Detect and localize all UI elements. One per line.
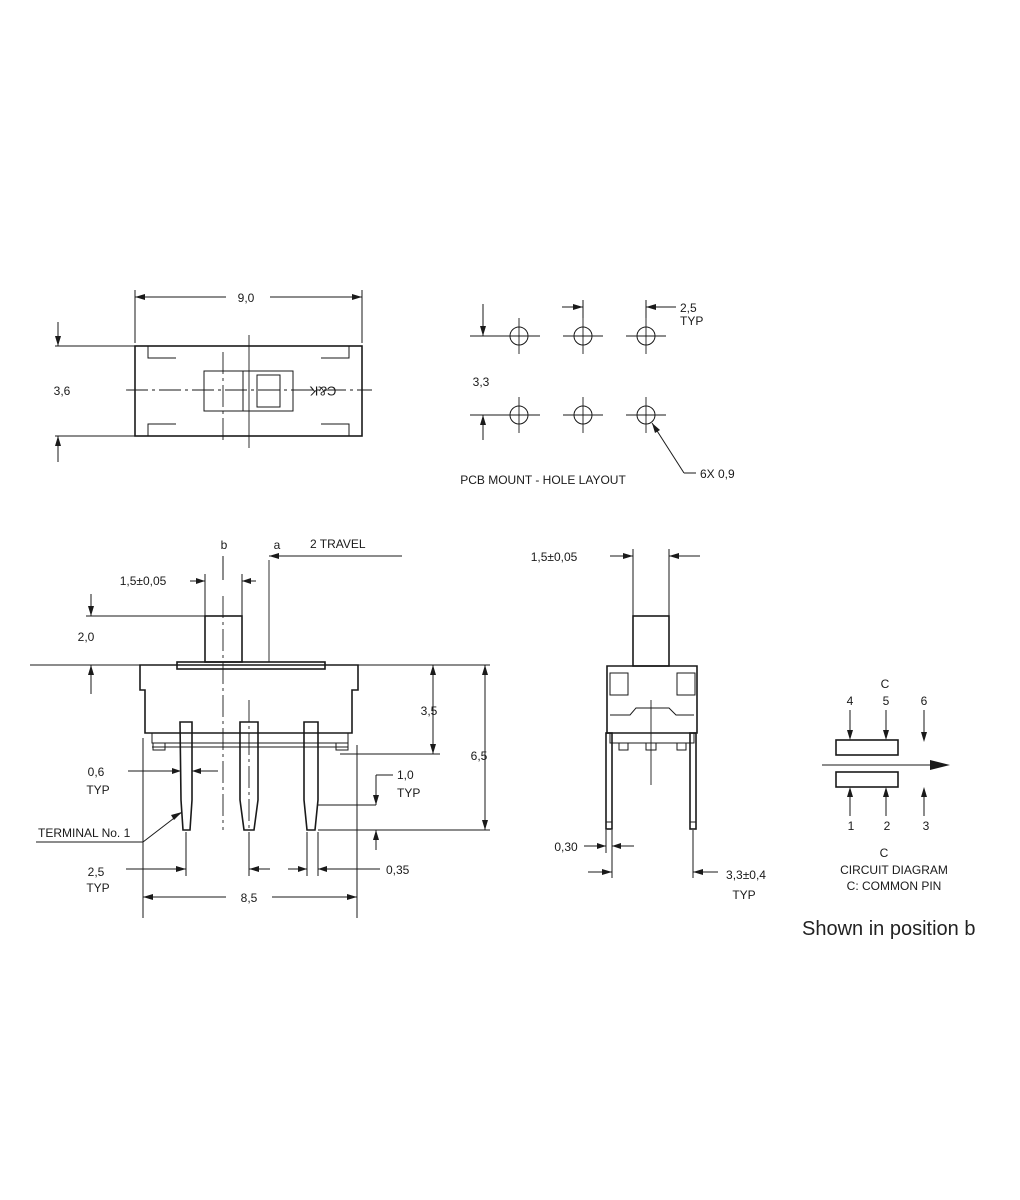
common-label: C (881, 677, 890, 691)
top-width-dim: 9,0 (238, 291, 255, 305)
actuator-width-dim: 1,5±0,05 (120, 574, 167, 588)
pin-tip-note: TYP (397, 786, 420, 800)
side-pin-length-dim: 3,3±0,4 (726, 868, 766, 882)
position-a-label: a (274, 538, 281, 552)
brand-mark: C&K (309, 384, 336, 399)
pcb-hole (563, 397, 603, 433)
pcb-hole (626, 318, 666, 354)
total-height-dim: 6,5 (471, 749, 488, 763)
pcb-hole (626, 397, 666, 433)
side-view: 1,5±0,05 0,30 3,3±0,4 TYP (531, 549, 766, 902)
circuit-common-letter: C (880, 846, 889, 860)
actuator-height-dim: 2,0 (78, 630, 95, 644)
pitch-dim: 2,5 (680, 301, 697, 315)
circuit-subtitle: C: COMMON PIN (847, 879, 942, 893)
side-actuator-width-dim: 1,5±0,05 (531, 550, 578, 564)
pin-width-note: TYP (86, 783, 109, 797)
pin-pitch-dim: 2,5 (88, 865, 105, 879)
position-note: Shown in position b (802, 918, 976, 940)
side-pin-thickness-dim: 0,30 (554, 840, 578, 854)
hole-layout: 3,3 2,5 TYP 6X 0,9 PCB MOUNT - HOLE LAYO… (460, 300, 735, 487)
travel-dim: 2 TRAVEL (310, 537, 366, 551)
hole-layout-title: PCB MOUNT - HOLE LAYOUT (460, 473, 626, 487)
pin-label-3: 3 (923, 819, 930, 833)
top-height-dim: 3,6 (54, 384, 71, 398)
terminal-label: TERMINAL No. 1 (38, 826, 131, 840)
pin-label-5: 5 (883, 694, 890, 708)
pin-tip-dim: 1,0 (397, 768, 414, 782)
circuit-title: CIRCUIT DIAGRAM (840, 863, 948, 877)
pin-label-6: 6 (921, 694, 928, 708)
pin-label-2: 2 (884, 819, 891, 833)
pin-width-dim: 0,6 (88, 765, 105, 779)
pcb-hole (563, 318, 603, 354)
pin-label-4: 4 (847, 694, 854, 708)
row-spacing-dim: 3,3 (473, 375, 490, 389)
circuit-diagram: C 4 5 6 1 2 3 C CIRCUIT DIAGRAM C: COMMO… (822, 677, 950, 893)
pin-label-1: 1 (848, 819, 855, 833)
front-view: b a 2 TRAVEL 1,5±0,05 2,0 3,5 6,5 (30, 537, 490, 918)
body-height-dim: 3,5 (421, 704, 438, 718)
pcb-hole (500, 318, 540, 354)
top-view: 9,0 3,6 C&K (54, 290, 372, 462)
overall-width-dim: 8,5 (241, 891, 258, 905)
side-pin-length-note: TYP (732, 888, 755, 902)
hole-callout: 6X 0,9 (700, 467, 735, 481)
position-b-label: b (221, 538, 228, 552)
pin-pitch-note: TYP (86, 881, 109, 895)
pin-thickness-dim: 0,35 (386, 863, 410, 877)
pcb-hole (500, 397, 540, 433)
pitch-note: TYP (680, 314, 703, 328)
